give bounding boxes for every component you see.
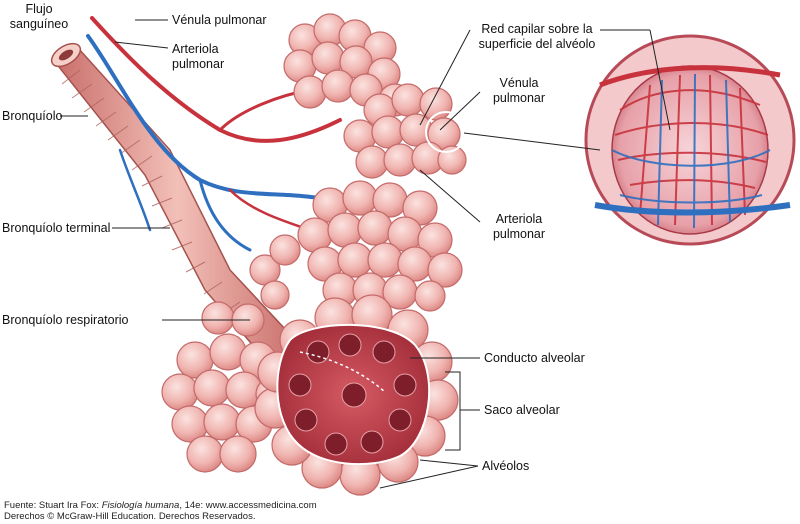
footer-source-suffix: , 14e: www.accessmedicina.com: [179, 500, 317, 511]
alveolar-cluster-middle: [343, 83, 467, 179]
label-bronquiolo-terminal: Bronquíolo terminal: [2, 221, 111, 235]
alveolar-cluster-lower: [249, 180, 463, 312]
footer-source: Fuente: Stuart Ira Fox: Fisiología human…: [4, 500, 317, 511]
lung-alveoli-illustration: [50, 13, 796, 496]
label-venula-pulmonar-right: Vénula pulmonar: [484, 76, 554, 106]
red-capilar-line-1: Red capilar sobre la: [481, 22, 593, 36]
pulmonary-vessels: [86, 16, 342, 252]
footer-source-title: Fisiología humana: [101, 500, 180, 511]
label-arteriola-pulmonar-top: Arteriola pulmonar: [172, 42, 224, 72]
arteriola-right-line-1: Arteriola: [495, 212, 543, 226]
label-flujo-sanguineo: Flujo sanguíneo: [2, 2, 76, 32]
footer-source-prefix: Fuente: Stuart Ira Fox:: [4, 500, 102, 511]
venula-right-line-1: Vénula: [499, 76, 539, 90]
flujo-line-1: Flujo: [25, 2, 53, 16]
arteriola-right-line-2: pulmonar: [492, 227, 546, 241]
label-venula-pulmonar-top: Vénula pulmonar: [172, 13, 267, 27]
label-arteriola-pulmonar-right: Arteriola pulmonar: [484, 212, 554, 242]
label-saco-alveolar: Saco alveolar: [484, 403, 560, 417]
label-conducto-alveolar: Conducto alveolar: [484, 351, 585, 365]
label-red-capilar: Red capilar sobre la superficie del alvé…: [472, 22, 602, 52]
red-capilar-line-2: superficie del alvéolo: [478, 37, 596, 51]
footer-rights: Derechos © McGraw-Hill Education. Derech…: [4, 511, 256, 522]
arteriola-top-line-2: pulmonar: [172, 57, 225, 71]
venula-right-line-2: pulmonar: [492, 91, 546, 105]
label-alveolos: Alvéolos: [482, 459, 530, 473]
arteriola-top-line-1: Arteriola: [172, 42, 219, 56]
flujo-line-2: sanguíneo: [9, 17, 69, 31]
label-bronquiolo-respiratorio: Bronquíolo respiratorio: [2, 313, 129, 327]
bronchiole-tube: [50, 42, 302, 366]
capillary-network-zoom: [584, 34, 796, 246]
label-bronquiolo: Bronquíolo: [2, 109, 63, 123]
leader-lines: [60, 19, 671, 489]
alveolar-sac: [254, 294, 459, 496]
